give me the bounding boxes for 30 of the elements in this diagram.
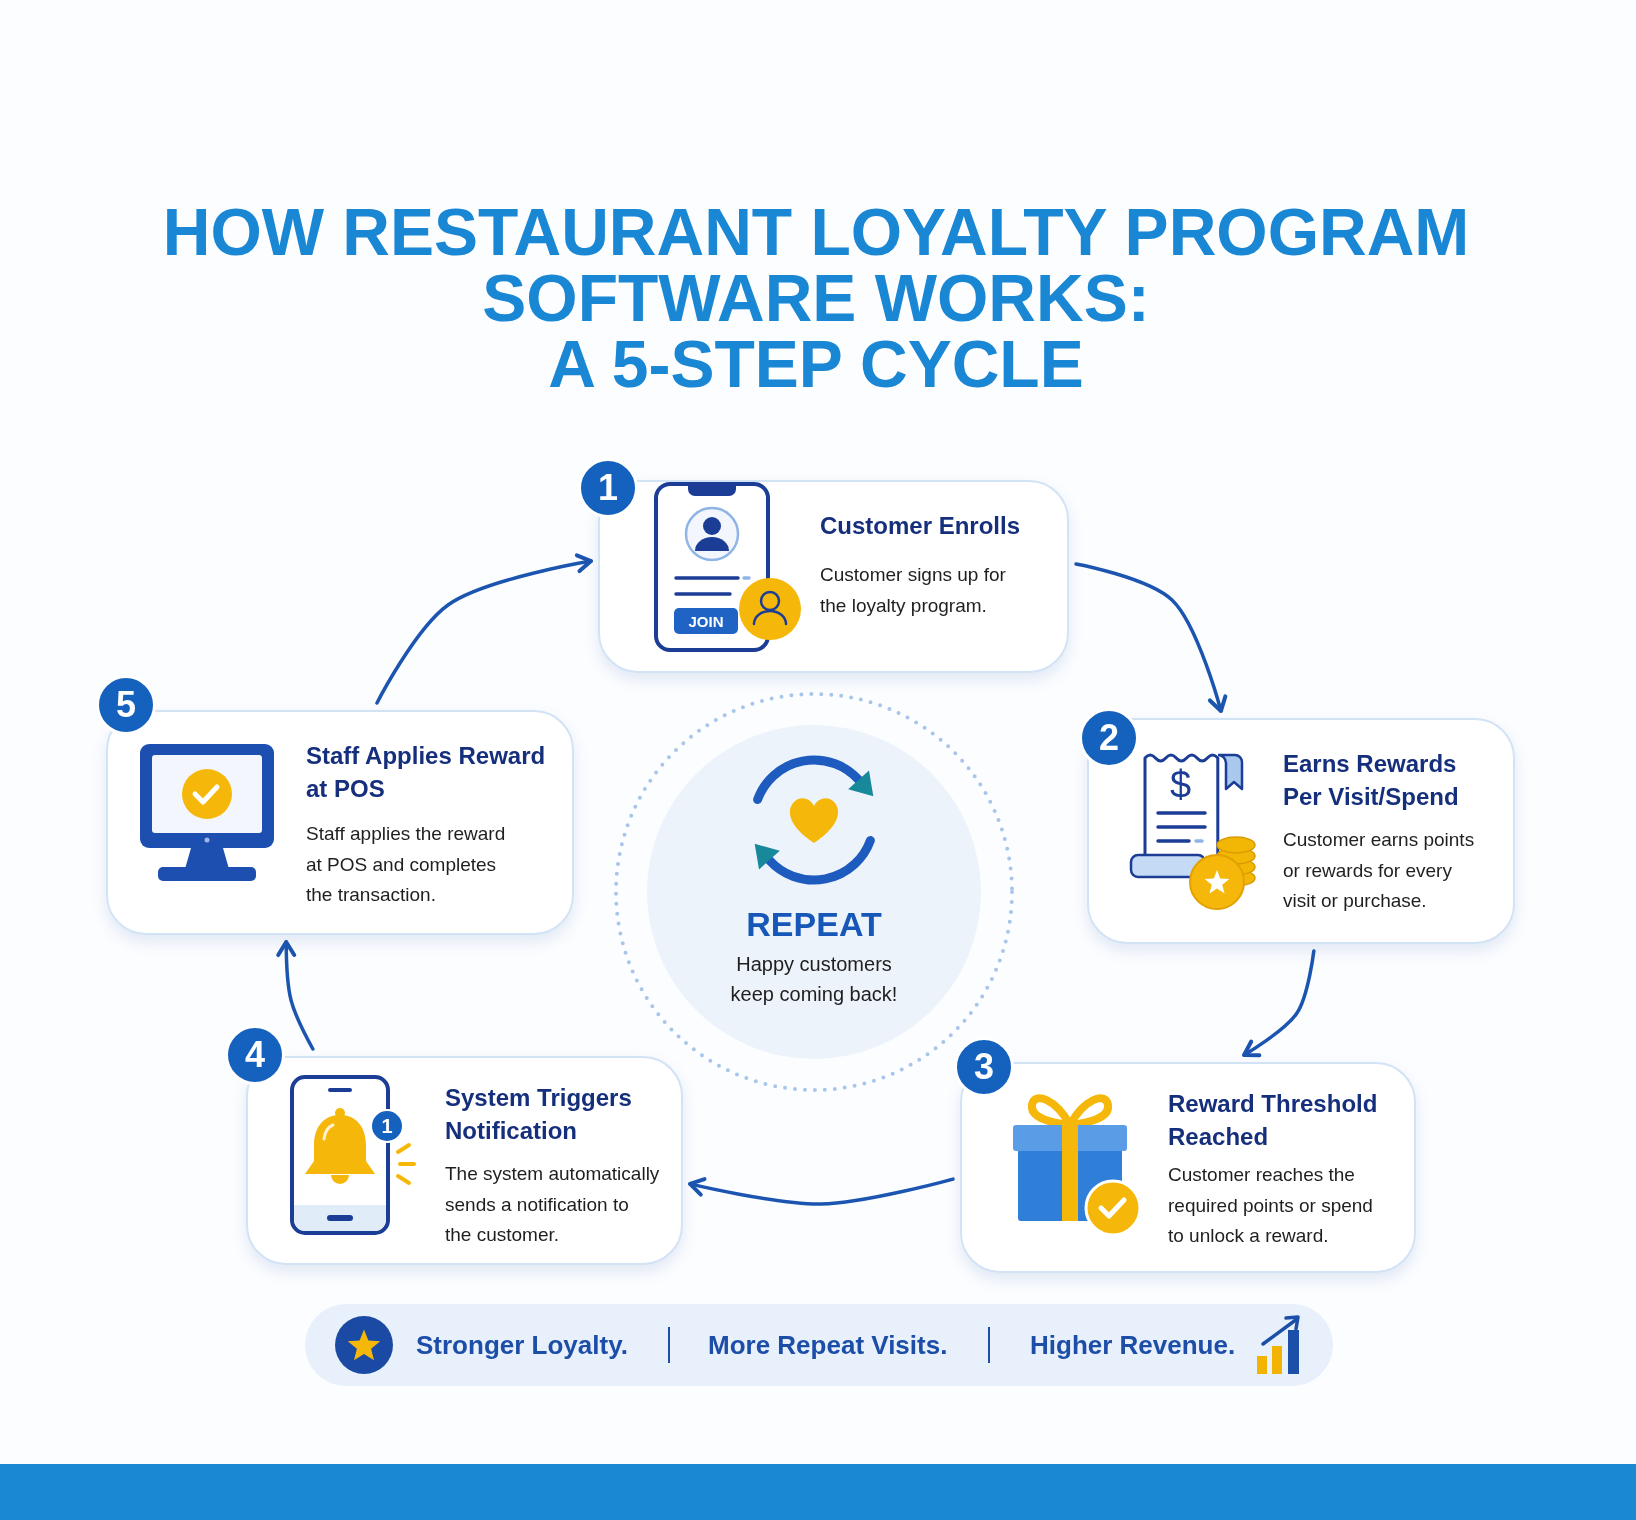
step-badge: 4 — [225, 1025, 285, 1085]
join-button: JOIN — [674, 608, 738, 634]
step-description: The system automatically sends a notification to the customer. — [445, 1162, 661, 1247]
step-description: Staff applies the reward at POS and completes the transaction. — [306, 822, 507, 907]
benefit-text: Higher Revenue. — [1030, 1330, 1236, 1360]
curved-arrow — [1242, 949, 1316, 1058]
repeat-title: REPEAT — [746, 904, 882, 944]
step-badge: 1 — [578, 458, 638, 518]
notification-badge: 1 — [370, 1109, 404, 1143]
curved-arrow — [375, 553, 593, 705]
step-badge: 3 — [954, 1037, 1014, 1097]
page-title: HOW RESTAURANT LOYALTY PROGRAM SOFTWARE WORKS: A 5-STEP CYCLE — [162, 199, 1470, 397]
step-card — [1087, 718, 1515, 944]
step-description: Customer signs up for the loyalty program. — [820, 563, 1007, 618]
step-title: Earns Rewards Per Visit/Spend — [1283, 749, 1460, 812]
benefit-text: More Repeat Visits. — [708, 1330, 948, 1360]
step-title: System Triggers Notification — [445, 1083, 633, 1146]
repeat-description: Happy customers keep coming back! — [729, 952, 899, 1007]
curved-arrow — [1074, 562, 1228, 713]
curved-arrow — [276, 940, 315, 1051]
benefit-text: Stronger Loyalty. — [416, 1330, 628, 1360]
step-badge: 2 — [1079, 708, 1139, 768]
step-title: Staff Applies Reward at POS — [306, 741, 547, 804]
step-badge: 5 — [96, 675, 156, 735]
dollar-sign: $ — [1170, 766, 1192, 804]
step-description: Customer reaches the required points or spend to unlock a reward. — [1168, 1163, 1374, 1248]
step-title: Reward Threshold Reached — [1168, 1089, 1379, 1152]
curved-arrow — [688, 1177, 955, 1206]
step-title: Customer Enrolls — [820, 511, 1022, 541]
step-description: Customer earns points or rewards for every visit or purchase. — [1283, 828, 1476, 913]
